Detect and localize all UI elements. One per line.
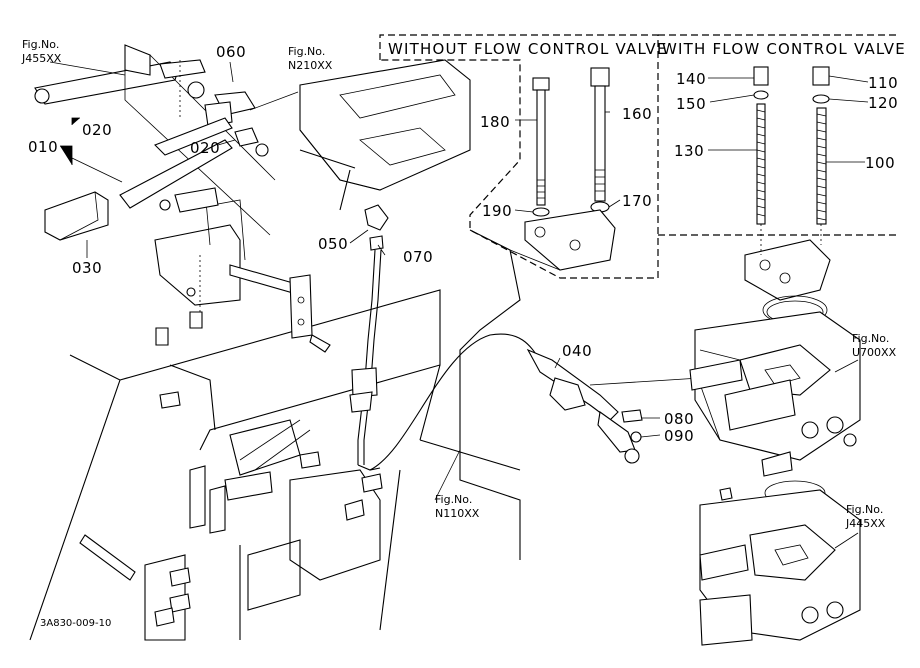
part-label-180: 180 [480, 113, 510, 131]
fig-ref-code-u700: U700XX [852, 346, 897, 359]
lower-lever-bracket [79, 391, 383, 641]
control-lever-assembly [34, 44, 331, 353]
part-label-090: 090 [664, 427, 694, 445]
machine-frame-outline [29, 229, 561, 641]
control-cable [349, 249, 701, 471]
part-label-040: 040 [562, 342, 592, 360]
part-label-020-upper: 020 [82, 121, 112, 139]
part-label-050: 050 [318, 235, 348, 253]
section-header-with-valve: WITH FLOW CONTROL VALVE [662, 40, 906, 58]
part-label-160: 160 [622, 105, 652, 123]
leader-lines [49, 61, 869, 549]
part-label-060: 060 [216, 43, 246, 61]
part-label-120: 120 [868, 94, 898, 112]
fig-ref-prefix-j455: Fig.No. [22, 38, 59, 51]
drawing-code: 3A830-009-10 [40, 618, 111, 629]
part-label-080: 080 [664, 410, 694, 428]
fig-ref-prefix-n110: Fig.No. [435, 493, 472, 506]
part-label-110: 110 [868, 74, 898, 92]
part-label-100: 100 [865, 154, 895, 172]
section-boundaries [379, 34, 900, 279]
fig-ref-prefix-n210: Fig.No. [288, 45, 325, 58]
part-label-070: 070 [403, 248, 433, 266]
part-label-030: 030 [72, 259, 102, 277]
part-label-170: 170 [622, 192, 652, 210]
fig-ref-code-n210: N210XX [288, 59, 333, 72]
fig-ref-code-n110: N110XX [435, 507, 480, 520]
part-label-150: 150 [676, 95, 706, 113]
part-label-140: 140 [676, 70, 706, 88]
fig-ref-prefix-u700: Fig.No. [852, 332, 889, 345]
fig-ref-code-j445: J445XX [845, 517, 886, 530]
part-label-020-lower: 020 [190, 139, 220, 157]
part-label-010: 010 [28, 138, 58, 156]
with-valve-bolts [744, 66, 831, 325]
seat-cover-assembly [299, 59, 471, 251]
control-valve-body [689, 311, 861, 477]
part-label-130: 130 [674, 142, 704, 160]
section-header-without-valve: WITHOUT FLOW CONTROL VALVE [388, 40, 668, 58]
without-valve-bolts [524, 67, 616, 271]
fig-ref-prefix-j445: Fig.No. [846, 503, 883, 516]
fig-ref-code-j455: J455XX [21, 52, 62, 65]
lower-valve-assembly [699, 480, 861, 646]
part-label-190: 190 [482, 202, 512, 220]
